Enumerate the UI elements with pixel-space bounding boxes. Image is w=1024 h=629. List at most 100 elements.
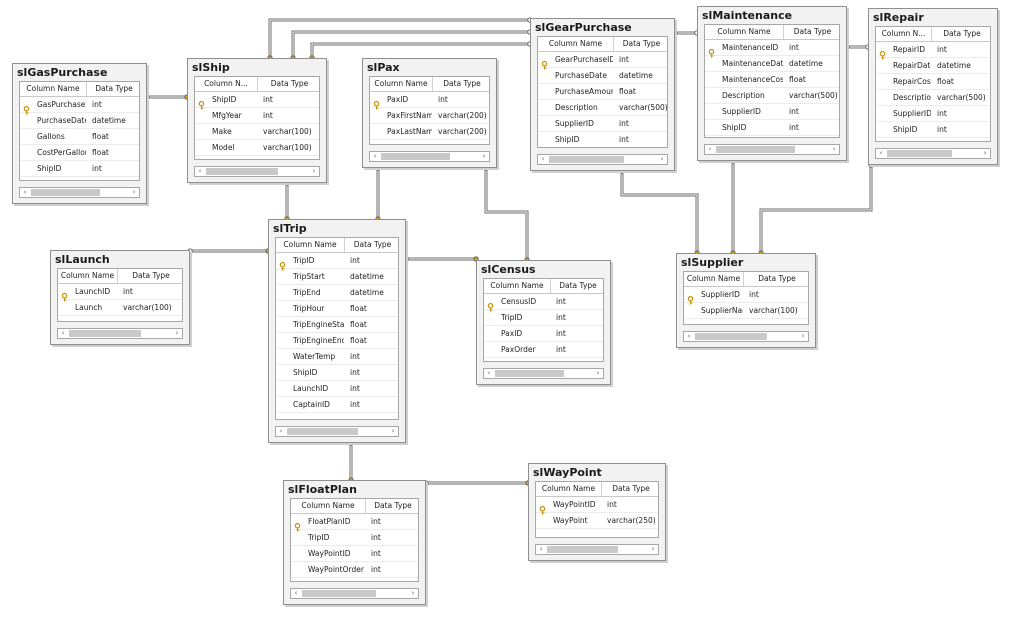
horizontal-scrollbar[interactable]: ‹› (275, 426, 399, 437)
data-type-header[interactable]: Data Type (793, 27, 832, 36)
chevron-right-icon[interactable]: › (651, 545, 655, 553)
chevron-right-icon[interactable]: › (596, 369, 600, 377)
column-name-header[interactable]: Column N... (876, 27, 932, 41)
scrollbar-thumb[interactable] (495, 370, 564, 377)
chevron-right-icon[interactable]: › (832, 145, 836, 153)
chevron-left-icon[interactable]: ‹ (373, 152, 377, 160)
table-row[interactable]: PaxLastNamevarchar(200) (370, 124, 489, 140)
horizontal-scrollbar[interactable]: ‹› (704, 144, 840, 155)
data-type-header[interactable]: Data Type (270, 79, 309, 88)
data-type-header[interactable]: Data Type (374, 501, 412, 510)
chevron-left-icon[interactable]: ‹ (279, 427, 283, 435)
scrollbar-thumb[interactable] (287, 428, 358, 435)
data-type-header[interactable]: Data Type (943, 29, 981, 38)
chevron-left-icon[interactable]: ‹ (23, 188, 27, 196)
data-type-header[interactable]: Data Type (353, 240, 392, 249)
column-name-header[interactable]: Column Name (536, 482, 602, 496)
chevron-left-icon[interactable]: ‹ (198, 167, 202, 175)
scrollbar-thumb[interactable] (31, 189, 100, 196)
scrollbar-thumb[interactable] (381, 153, 450, 160)
horizontal-scrollbar[interactable]: ‹› (683, 331, 809, 342)
relationship-line[interactable] (620, 171, 699, 253)
horizontal-scrollbar[interactable]: ‹› (290, 588, 419, 599)
chevron-right-icon[interactable]: › (391, 427, 395, 435)
horizontal-scrollbar[interactable]: ‹› (875, 148, 991, 159)
scrollbar-thumb[interactable] (206, 168, 278, 175)
chevron-right-icon[interactable]: › (411, 589, 415, 597)
column-name-header[interactable]: Column Name (291, 499, 366, 513)
column-name-header[interactable]: Column N... (195, 77, 258, 91)
scrollbar-thumb[interactable] (549, 156, 624, 163)
relationship-line[interactable] (759, 165, 873, 253)
scrollbar-thumb[interactable] (716, 146, 795, 153)
table-row[interactable]: PaxFirstNamevarchar(200) (370, 108, 489, 124)
data-type-header[interactable]: Data Type (95, 84, 133, 93)
chevron-left-icon[interactable]: ‹ (61, 329, 65, 337)
table-row[interactable]: TripEngineStartfloat (276, 317, 398, 333)
chevron-left-icon[interactable]: ‹ (687, 332, 691, 340)
data-type-header[interactable]: Data Type (132, 271, 170, 280)
horizontal-scrollbar[interactable]: ‹› (535, 544, 659, 555)
relationship-line[interactable] (268, 18, 530, 58)
chevron-right-icon[interactable]: › (983, 149, 987, 157)
data-type-header[interactable]: Data Type (622, 39, 661, 48)
column-name-header[interactable]: Column Name (538, 37, 614, 51)
data-type-header[interactable]: Data Type (612, 484, 650, 493)
scrollbar-thumb[interactable] (547, 546, 618, 553)
chevron-right-icon[interactable]: › (482, 152, 486, 160)
chevron-left-icon[interactable]: ‹ (487, 369, 491, 377)
column-name-header[interactable]: Column Name (370, 77, 433, 91)
chevron-left-icon[interactable]: ‹ (539, 545, 543, 553)
chevron-left-icon[interactable]: ‹ (708, 145, 712, 153)
chevron-left-icon[interactable]: ‹ (294, 589, 298, 597)
chevron-left-icon[interactable]: ‹ (879, 149, 883, 157)
scrollbar-thumb[interactable] (302, 590, 376, 597)
relationship-line[interactable] (310, 42, 530, 58)
relationship-line[interactable] (484, 168, 529, 260)
scrollbar-thumb[interactable] (69, 330, 141, 337)
